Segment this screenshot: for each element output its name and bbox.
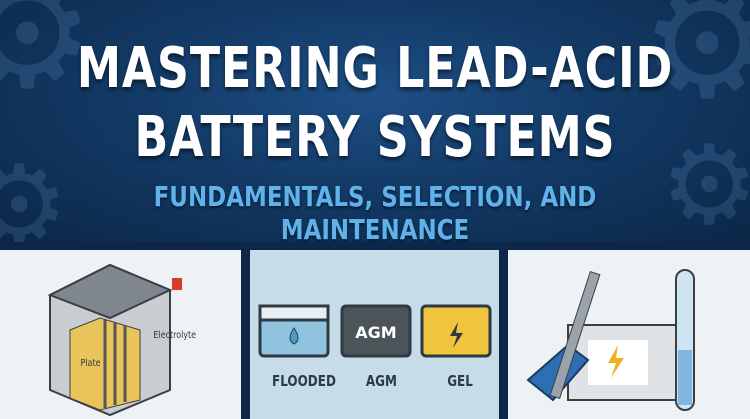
panel-maintenance (508, 250, 750, 419)
battery-types-illustration: AGM (258, 304, 492, 358)
label-plate: Plate (80, 358, 101, 369)
agm-battery-icon: AGM (340, 304, 412, 358)
type-label-gel: GEL (447, 372, 473, 390)
type-label-agm: AGM (365, 372, 397, 390)
panel-battery-cutaway: Plate Electrolyte (0, 250, 241, 419)
panel-battery-types: AGM FLOODED AGM GEL (250, 250, 499, 419)
gear-icon: ⚙ (0, 141, 69, 242)
gear-icon: ⚙ (640, 0, 750, 132)
maintenance-illustration (526, 269, 695, 411)
title-line-2: BATTERY SYSTEMS (134, 105, 616, 170)
label-electrolyte: Electrolyte (153, 330, 197, 341)
gear-icon: ⚙ (660, 121, 750, 242)
flooded-battery-icon (258, 304, 330, 358)
agm-badge: AGM (355, 323, 396, 342)
title-line-1: MASTERING LEAD-ACID (76, 36, 674, 101)
type-label-flooded: FLOODED (271, 372, 336, 390)
gel-battery-icon (420, 304, 492, 358)
gear-icon: ⚙ (0, 0, 95, 122)
battery-cutaway-illustration (47, 263, 182, 417)
subtitle: FUNDAMENTALS, SELECTION, AND MAINTENANCE (153, 180, 597, 242)
title-banner: ⚙ ⚙ ⚙ ⚙ MASTERING LEAD-ACID BATTERY SYST… (0, 0, 750, 242)
